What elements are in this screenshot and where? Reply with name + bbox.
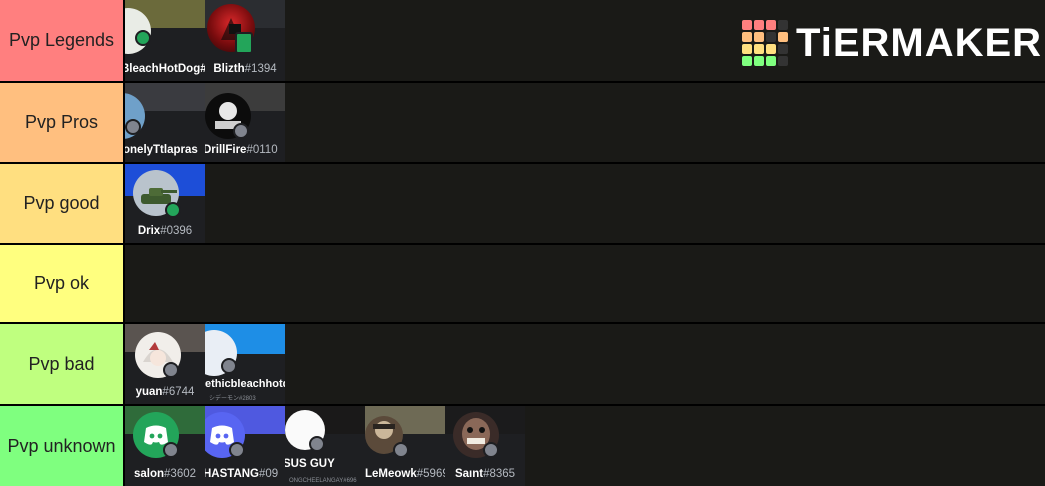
- tier-item-card[interactable]: Blizth#1394: [205, 0, 285, 81]
- offline-status-icon: [309, 436, 325, 452]
- tier-item-card[interactable]: yuan#6744: [125, 324, 205, 404]
- avatar: [135, 332, 181, 378]
- avatar-art: [143, 342, 173, 366]
- tiermaker-grid-icon: [742, 20, 788, 66]
- username: SUS GUY: [285, 458, 335, 470]
- offline-status-icon: [163, 362, 179, 378]
- tier-item-card[interactable]: onelyTtlapras: [125, 83, 205, 162]
- tier-items: onelyTtlapras DrillFire#0110: [125, 83, 1045, 162]
- tier-separator: [123, 0, 125, 81]
- tier-item-card[interactable]: Saınt#8365: [445, 406, 525, 486]
- tier-item-card[interactable]: LeMeowk#5969: [365, 406, 445, 486]
- username: onelyTtlapras: [125, 144, 198, 156]
- username: salon#3602: [133, 468, 197, 480]
- username: DrillFire#0110: [205, 144, 278, 156]
- avatar-art: [373, 421, 395, 439]
- online-status-icon: [165, 202, 181, 218]
- tier-separator: [123, 164, 125, 243]
- mobile-status-icon: [235, 32, 253, 54]
- offline-status-icon: [483, 442, 499, 458]
- discord-logo-icon: [210, 425, 234, 445]
- tier-row-pros: Pvp Pros onelyTtlapras DrillFire#0110: [0, 83, 1045, 162]
- tier-separator: [123, 324, 125, 404]
- offline-status-icon: [125, 119, 141, 135]
- tiermaker-logo[interactable]: TiERMAKER: [742, 20, 1042, 66]
- offline-status-icon: [393, 442, 409, 458]
- logo-text: TiERMAKER: [796, 20, 1043, 65]
- tier-item-card[interactable]: salon#3602: [125, 406, 205, 486]
- avatar-art: [462, 418, 490, 450]
- tier-label: Pvp Pros: [0, 83, 123, 162]
- tier-label: Pvp bad: [0, 324, 123, 404]
- tier-items: salon#3602 HASTANG#09 SUS GUY ONGCHEELAN…: [125, 406, 1045, 486]
- tier-separator: [123, 83, 125, 162]
- tier-row-good: Pvp good Drix#0396: [0, 164, 1045, 243]
- tier-items: yuan#6744 ethicbleachhotd シデーモン#2803: [125, 324, 1045, 404]
- tier-item-card[interactable]: BleachHotDog#: [125, 0, 205, 81]
- username: Saınt#8365: [454, 468, 516, 480]
- username: ethicbleachhotd: [205, 378, 285, 390]
- tier-separator: [123, 406, 125, 486]
- user-subtitle: シデーモン#2803: [209, 396, 256, 402]
- username: BleachHotDog#: [125, 63, 205, 75]
- tier-item-card[interactable]: HASTANG#09: [205, 406, 285, 486]
- avatar-art: [215, 102, 241, 129]
- tier-row-unknown: Pvp unknown salon#3602 HASTANG#09: [0, 406, 1045, 486]
- username: LeMeowk#5969: [365, 468, 445, 480]
- offline-status-icon: [163, 442, 179, 458]
- online-status-icon: [135, 30, 151, 46]
- tier-item-card[interactable]: ethicbleachhotd シデーモン#2803: [205, 324, 285, 404]
- username: Blizth#1394: [213, 63, 277, 75]
- tier-item-card[interactable]: Drix#0396: [125, 164, 205, 243]
- offline-status-icon: [229, 442, 245, 458]
- tier-label: Pvp unknown: [0, 406, 123, 486]
- tier-label: Pvp Legends: [0, 0, 123, 81]
- tank-avatar-art: [141, 188, 177, 204]
- tier-row-legends: Pvp Legends BleachHotDog# Blizth#1394: [0, 0, 1045, 81]
- tier-item-card[interactable]: SUS GUY ONGCHEELANGAY#696: [285, 406, 365, 486]
- tier-row-ok: Pvp ok: [0, 245, 1045, 322]
- tier-items: Drix#0396: [125, 164, 1045, 243]
- tier-items: BleachHotDog# Blizth#1394: [125, 0, 1045, 81]
- username: yuan#6744: [135, 386, 195, 398]
- tier-row-bad: Pvp bad yuan#6744 ethicbleachhotd シデーモン#…: [0, 324, 1045, 404]
- tier-item-card[interactable]: DrillFire#0110: [205, 83, 285, 162]
- username: Drix#0396: [137, 225, 193, 237]
- tier-separator: [123, 245, 125, 322]
- tier-items: [125, 245, 1045, 322]
- user-subtitle: ONGCHEELANGAY#696: [289, 478, 357, 484]
- tier-label: Pvp ok: [0, 245, 123, 322]
- tier-label: Pvp good: [0, 164, 123, 243]
- discord-logo-icon: [144, 425, 168, 445]
- offline-status-icon: [221, 358, 237, 374]
- avatar: [453, 412, 499, 458]
- offline-status-icon: [233, 123, 249, 139]
- username: HASTANG#09: [205, 468, 279, 480]
